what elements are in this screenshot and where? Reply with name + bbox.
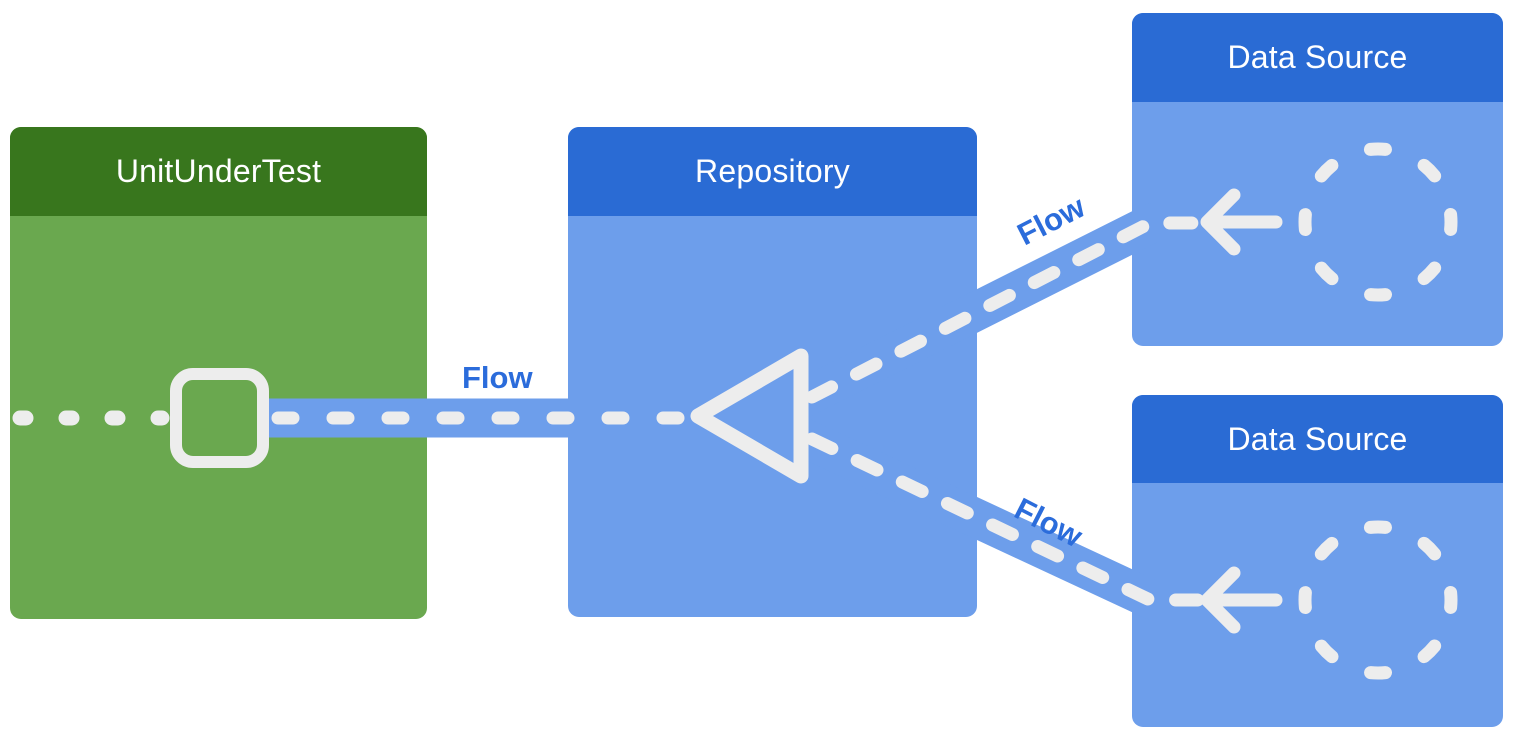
repository-header: Repository — [568, 127, 977, 216]
data-source-bottom-title: Data Source — [1227, 420, 1408, 457]
data-source-top-node: Data Source — [1132, 13, 1503, 346]
flow-label-bottom: Flow — [1009, 490, 1088, 555]
data-source-bottom-header: Data Source — [1132, 395, 1503, 483]
flow-label-main: Flow — [462, 360, 533, 395]
unit-under-test-header: UnitUnderTest — [10, 127, 427, 216]
data-source-bottom-node: Data Source — [1132, 395, 1503, 727]
repository-node: Repository — [568, 127, 977, 617]
flow-label-top: Flow — [1011, 188, 1091, 253]
unit-under-test-title: UnitUnderTest — [115, 153, 322, 189]
repository-title: Repository — [695, 153, 850, 189]
data-source-top-title: Data Source — [1227, 39, 1408, 75]
data-source-top-header: Data Source — [1132, 13, 1503, 102]
unit-under-test-node: UnitUnderTest — [10, 127, 427, 619]
